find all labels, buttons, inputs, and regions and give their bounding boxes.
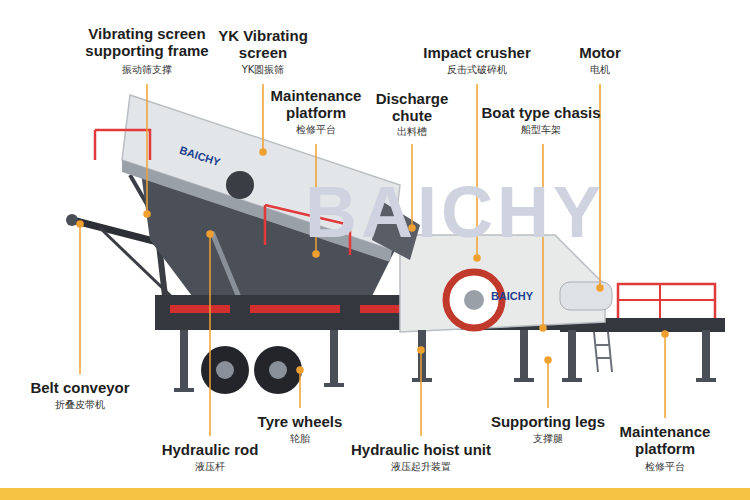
support-leg [568,330,576,380]
part-name: Hydraulic rod [135,441,285,458]
leader-line [420,352,422,436]
support-leg [520,330,528,380]
part-name: Vibrating screen supporting frame [77,25,217,59]
red-stripe [250,305,340,313]
leader-dot [77,221,83,227]
hydraulic-rod [212,232,240,300]
part-name-zh: 振动筛支撑 [87,64,207,76]
leader-line [79,226,81,374]
leg-foot [324,383,344,387]
leader-dot [597,285,603,291]
part-name-zh: 反击式破碎机 [417,64,537,76]
part-name-zh: 液压起升装置 [361,461,481,473]
part-name-zh: YK圆振筛 [213,64,313,76]
part-name-zh: 检修平台 [266,124,366,136]
leader-line [262,84,264,150]
ladder [595,344,609,346]
part-name: Tyre wheels [225,413,375,430]
support-leg [330,330,338,385]
part-name: Impact crusher [387,44,567,61]
leader-dot [207,231,213,237]
leader-dot [662,331,668,337]
footer-bar [0,488,750,500]
part-name: Hydraulic hoist unit [321,441,521,458]
conveyor-roller [66,214,78,226]
pulley-hub [464,290,484,310]
leader-dot [260,149,266,155]
leader-line [547,362,549,408]
leg-foot [562,378,582,382]
wheel-hub [216,361,234,379]
railing [618,299,715,301]
part-name: Boat type chasis [451,104,631,121]
railing [618,284,715,318]
part-name: Discharge chute [366,90,458,124]
part-name-zh: 折叠皮带机 [30,399,130,411]
leg-foot [514,378,534,382]
brand-logo: BAICHY [477,290,547,302]
support-leg [180,330,188,390]
part-name: Maintenance platform [609,423,721,457]
red-stripe [170,305,230,313]
support-leg [418,330,426,380]
motor [560,282,612,310]
brand-logo: BAICHY [165,139,235,172]
red-stripe [360,305,400,313]
leader-dot [545,357,551,363]
part-name: Maintenance platform [260,87,372,121]
ladder [596,357,610,359]
part-name-zh: 检修平台 [625,461,705,473]
leader-dot [540,325,546,331]
part-name-zh: 轮胎 [270,433,330,445]
part-name-zh: 电机 [570,64,630,76]
leader-dot [313,251,319,257]
part-name: Motor [550,44,650,61]
railing [659,284,661,318]
part-name-zh: 液压杆 [170,461,250,473]
leader-dot [474,255,480,261]
part-name: YK Vibrating screen [207,27,319,61]
part-name: Belt conveyor [5,379,155,396]
leg-foot [412,378,432,382]
part-name-zh: 船型车架 [491,124,591,136]
leg-foot [174,388,194,392]
leader-line [299,372,301,408]
railing [264,205,267,245]
part-name-zh: 出料槽 [372,126,452,138]
leader-dot [418,347,424,353]
part-name-zh: 支撑腿 [508,433,588,445]
leg-foot [696,378,716,382]
wheel-hub [269,361,287,379]
support-leg [702,330,710,380]
part-name: Supporting legs [468,413,628,430]
watermark: BAICHY [295,175,615,249]
tyre-wheel [254,346,302,394]
ladder [594,332,598,372]
leader-dot [144,211,150,217]
ladder [608,332,612,372]
tyre-wheel [201,346,249,394]
railing [94,130,97,160]
screen-exciter [226,171,254,199]
railing [95,130,150,160]
leader-line [209,236,211,436]
leader-dot [297,367,303,373]
leader-line [146,84,148,212]
leader-line [664,336,666,418]
